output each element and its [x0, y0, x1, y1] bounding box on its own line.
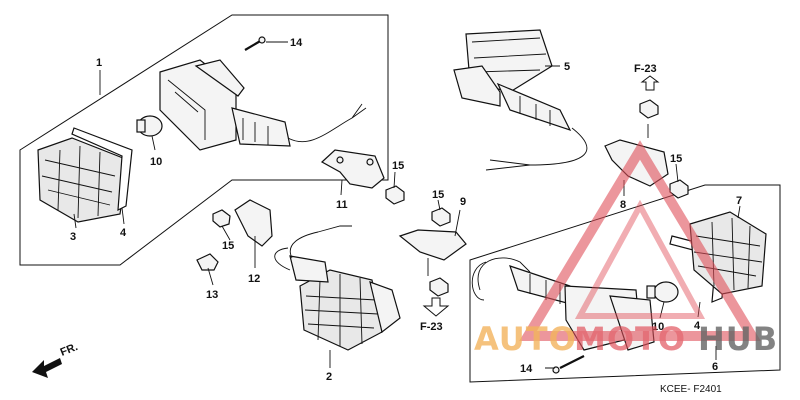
callout-2: 2: [326, 371, 332, 383]
svg-text:F-23: F-23: [420, 321, 443, 333]
callout-6: 6: [712, 361, 718, 373]
callout-4-top: 4: [120, 227, 127, 239]
callout-7: 7: [736, 195, 742, 207]
nut-15-d: [431, 207, 451, 227]
gasket-4: [71, 127, 133, 212]
front-direction-arrow: FR.: [32, 341, 80, 378]
front-left-assembly-frame: [19, 14, 389, 266]
callout-3: 3: [70, 231, 76, 243]
callout-9: 9: [460, 196, 466, 208]
callout-4-bottom: 4: [694, 320, 701, 332]
turn-signal-2: [274, 225, 401, 351]
callout-10-top: 10: [150, 156, 162, 168]
nut-15-b: [212, 209, 231, 228]
svg-text:F-23: F-23: [634, 63, 657, 75]
nut-15-a: [385, 185, 405, 205]
diagram-code: KCEE- F2401: [660, 384, 722, 395]
callout-13: 13: [206, 289, 218, 301]
callout-14-bottom: 14: [520, 363, 533, 375]
callout-11: 11: [336, 199, 348, 211]
screw-14-top: [244, 36, 266, 51]
bulb-10-b: [646, 281, 679, 303]
housing-1: [159, 59, 367, 151]
watermark-logo: AUTO MOTO HUB: [474, 140, 778, 358]
callout-15-d: 15: [432, 189, 444, 201]
turn-signal-5: [453, 29, 588, 171]
leader-lines: [73, 41, 741, 369]
callout-15-a: 15: [392, 160, 404, 172]
callout-12: 12: [248, 273, 260, 285]
front-direction-label: FR.: [59, 341, 80, 359]
callout-1: 1: [96, 57, 102, 69]
nut-upper-ref: [639, 99, 659, 119]
screw-14-bottom: [552, 355, 585, 374]
callout-15-b: 15: [222, 240, 234, 252]
bracket-9: [398, 229, 467, 276]
callout-5: 5: [564, 61, 570, 73]
ref-arrow-top: F-23: [634, 63, 660, 91]
watermark-text-2: MOTO: [574, 320, 686, 358]
ref-arrow-bottom: F-23: [420, 297, 450, 333]
bulb-10: [136, 115, 163, 137]
watermark-text-1: AUTO: [474, 320, 577, 358]
watermark-text-3: HUB: [698, 320, 778, 358]
callout-10-bottom: 10: [652, 321, 664, 333]
turn-signal-lens-3: [37, 137, 129, 223]
watermark-triangle-icon: [519, 140, 761, 341]
callout-8: 8: [620, 199, 626, 211]
clip-13: [196, 253, 219, 271]
callout-14-top: 14: [290, 37, 303, 49]
callout-15-c: 15: [670, 153, 682, 165]
bracket-12: [234, 199, 273, 247]
nut-lower-ref: [429, 277, 449, 297]
bracket-11: [320, 149, 385, 189]
